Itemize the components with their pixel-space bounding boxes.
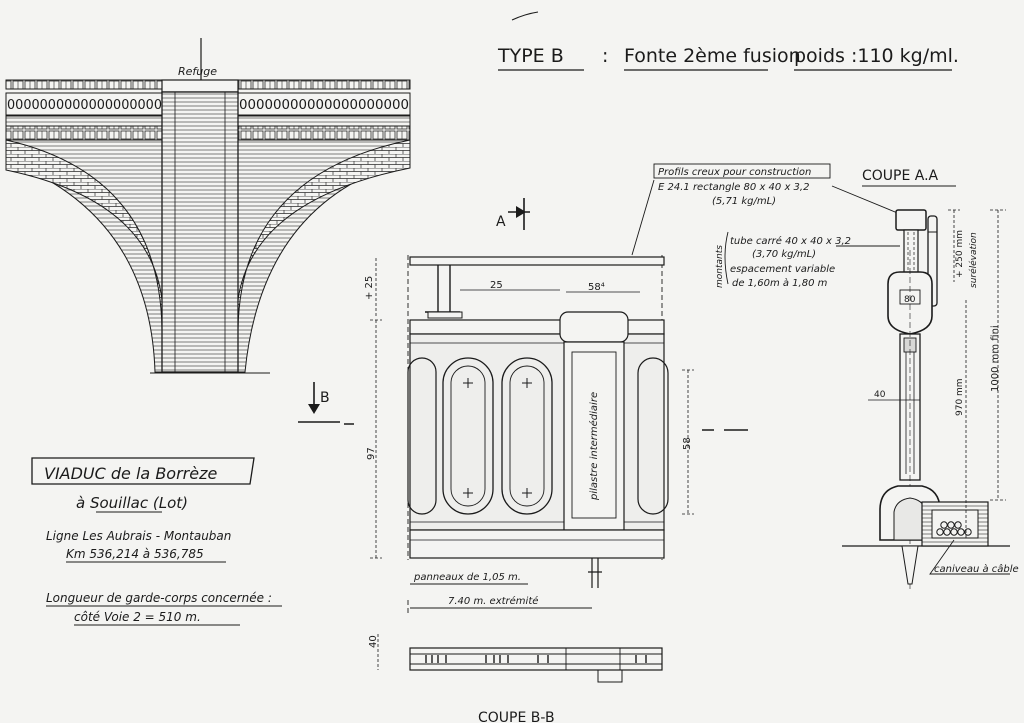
central-pier xyxy=(161,91,239,373)
cables xyxy=(936,521,972,536)
pilaster-cap xyxy=(559,311,629,343)
railing-rings-left: 0000000000000000000 xyxy=(7,98,162,113)
panneaux-label: panneaux de 1,05 m. xyxy=(413,572,521,583)
panel-right-partial xyxy=(637,357,669,515)
panel-2 xyxy=(501,357,553,515)
profile-note-line2: E 24.1 rectangle 80 x 40 x 3,2 xyxy=(658,182,809,193)
panel-2-inner xyxy=(509,365,545,507)
montants-line1: tube carré 40 x 40 x 3,2 xyxy=(730,235,851,247)
cast-head xyxy=(887,271,933,335)
raised-rail-posts xyxy=(425,265,460,313)
dim-25: 25 xyxy=(490,280,503,291)
plan-base xyxy=(597,669,623,683)
viaduct-title: VIADUC de la Borrèze xyxy=(44,464,217,483)
section-a-label: A xyxy=(496,214,506,230)
plan-strip-lines xyxy=(410,648,662,670)
title-block: VIADUC de la Borrèze à Souillac (Lot) Li… xyxy=(31,457,282,626)
viaduct-place: à Souillac (Lot) xyxy=(76,494,188,512)
anchor-aa xyxy=(901,545,919,585)
section-aa: COUPE A.A 80 40 caniveau à câble + 250 m… xyxy=(842,168,1019,590)
pilaster-panel xyxy=(571,351,617,519)
panel-left-partial xyxy=(407,357,437,515)
profile-leader xyxy=(631,179,901,256)
upper-post-dashes xyxy=(907,232,915,274)
section-a-arrow xyxy=(516,206,526,218)
extremite-label: 7.40 m. extrémité xyxy=(448,595,538,607)
railway-line: Ligne Les Aubrais - Montauban xyxy=(46,529,231,543)
header-colon: : xyxy=(602,45,608,67)
montants-note: montants tube carré 40 x 40 x 3,2 (3,70 … xyxy=(715,231,900,289)
length-label: Longueur de garde-corps concernée : xyxy=(46,591,272,605)
railing-elevation: 25 58⁴ pilastre intermédiaire 97 + 25 58… xyxy=(364,255,748,723)
coupe-bb-label: COUPE B-B xyxy=(478,710,555,723)
material-label: Fonte 2ème fusion xyxy=(624,45,801,67)
dim-97-line xyxy=(370,319,382,559)
dim-1000: 1000 mm fini xyxy=(990,325,1001,392)
montants-brace xyxy=(724,231,729,285)
plan-strip-marks xyxy=(425,655,647,663)
profile-note: Profils creux pour construction E 24.1 r… xyxy=(631,163,901,256)
profile-note-line3: (5,71 kg/mL) xyxy=(712,196,776,207)
railing-rings-right: 00000000000000000000 xyxy=(239,98,409,113)
section-b-label: B xyxy=(320,390,330,406)
section-markers: A B xyxy=(298,198,530,425)
post-shaft-core xyxy=(905,340,915,474)
upper-post xyxy=(903,229,919,277)
plan-strip xyxy=(409,647,663,671)
montants-line3: espacement variable xyxy=(730,264,835,275)
montants-line4: de 1,60m à 1,80 m xyxy=(732,277,828,289)
dim-1000-line xyxy=(990,209,1006,501)
railing-body xyxy=(409,333,665,531)
viaduct-elevation: Refuge 0000000000000000000 0000000000000… xyxy=(5,38,411,374)
montants-side: montants xyxy=(715,245,725,288)
weight-label: poids :110 kg/ml. xyxy=(794,45,959,67)
anchor-bolt xyxy=(588,558,602,588)
profile-note-line1: Profils creux pour construction xyxy=(658,167,811,178)
refuge-label: Refuge xyxy=(178,65,217,78)
surelevation-label: surélévation xyxy=(968,232,979,288)
top-rail-hollow-profile xyxy=(409,256,665,266)
section-b-arrow xyxy=(308,404,320,414)
dim-40: 40 xyxy=(368,635,379,648)
post-base xyxy=(427,311,463,319)
pilaster xyxy=(563,341,625,531)
stray-mark xyxy=(511,11,539,21)
dim-250-line xyxy=(948,209,960,282)
panel-crosses xyxy=(463,378,532,498)
montants-line2: (3,70 kg/mL) xyxy=(752,249,816,260)
dim-top: + 25 xyxy=(364,276,375,300)
dim-970: 970 mm xyxy=(955,378,965,416)
coupe-aa-title: COUPE A.A xyxy=(862,168,939,184)
cable-label: caniveau à câble xyxy=(934,563,1019,575)
dim-40-aa: 40 xyxy=(874,390,886,400)
pier-shaft-lines xyxy=(174,92,226,372)
dim-97: 97 xyxy=(366,447,377,460)
header: TYPE B : Fonte 2ème fusion poids :110 kg… xyxy=(497,11,959,71)
dim-58: 58 xyxy=(682,437,693,450)
top-rail-section xyxy=(895,209,927,231)
panel-1 xyxy=(442,357,494,515)
railing-base xyxy=(409,529,665,559)
refuge-block xyxy=(161,79,239,93)
type-label: TYPE B xyxy=(497,45,564,67)
profile-note-box xyxy=(653,163,831,179)
dim-250: + 250 mm xyxy=(955,230,965,278)
panel-1-inner xyxy=(450,365,486,507)
pilaster-label: pilastre intermédiaire xyxy=(588,392,600,501)
title-frame xyxy=(31,457,255,485)
dim-58-line xyxy=(682,369,694,515)
cable-leader xyxy=(929,539,1010,575)
cast-base-inner xyxy=(893,497,927,541)
dim-58-top: 58⁴ xyxy=(588,282,605,293)
length-value: côté Voie 2 = 510 m. xyxy=(74,610,201,624)
km-range: Km 536,214 à 536,785 xyxy=(66,547,204,561)
